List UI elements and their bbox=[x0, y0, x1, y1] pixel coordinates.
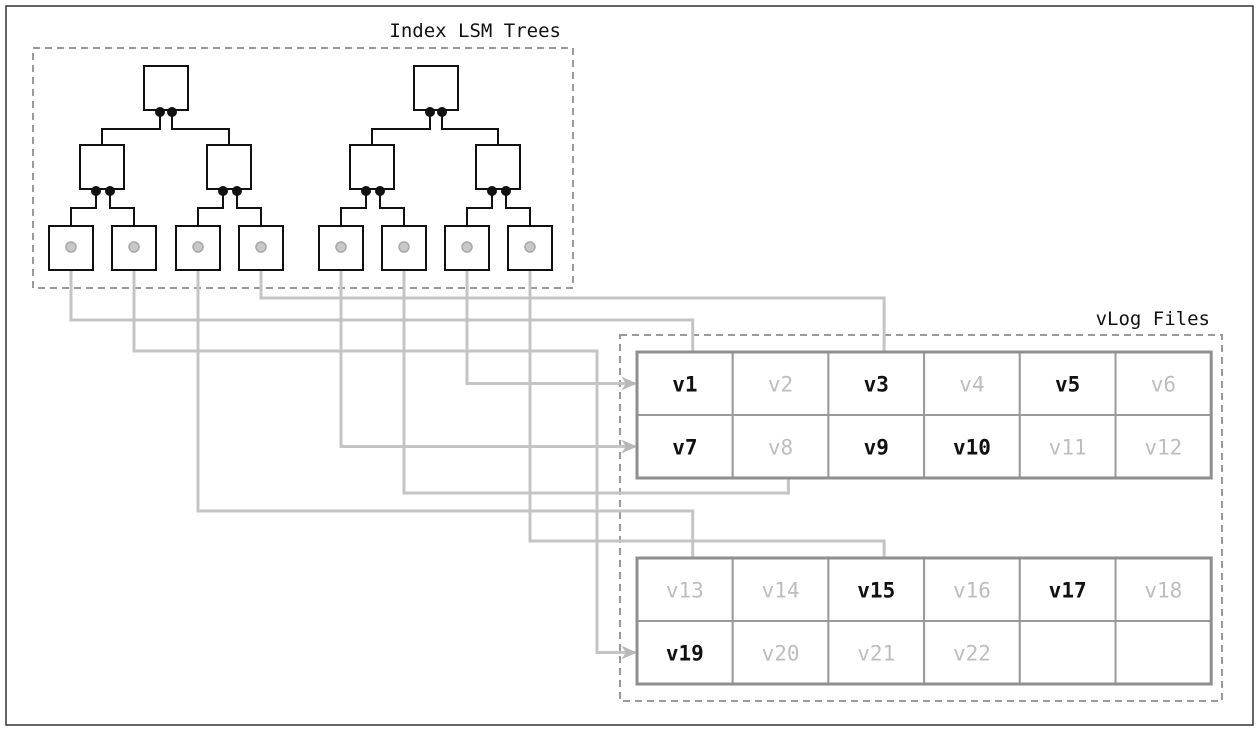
leaf-value-pointer bbox=[461, 241, 473, 253]
tree-internal-node bbox=[206, 144, 252, 190]
pointer-link bbox=[132, 247, 635, 654]
vlog-files-title: vLog Files bbox=[1096, 308, 1210, 330]
tree-internal-node bbox=[349, 144, 395, 190]
vlog-cell bbox=[731, 414, 830, 479]
index-lsm-trees-title: Index LSM Trees bbox=[389, 20, 561, 42]
leaf-value-pointer bbox=[65, 241, 77, 253]
vlog-cell-label: v10 bbox=[953, 436, 991, 460]
vlog-files-group bbox=[619, 334, 1223, 702]
vlog-cell bbox=[636, 557, 734, 622]
pointer-dot bbox=[91, 186, 101, 196]
vlog-cell bbox=[731, 620, 830, 685]
pointer-dot bbox=[155, 107, 165, 117]
tree-edge bbox=[340, 191, 405, 226]
vlog-cell-label: v13 bbox=[666, 579, 704, 603]
vlog-cell-label: v12 bbox=[1144, 436, 1182, 460]
tree-root-node bbox=[143, 65, 189, 111]
leaf-value-pointer bbox=[192, 241, 204, 253]
vlog-cell bbox=[827, 620, 926, 685]
vlog-cell bbox=[923, 414, 1021, 479]
vlog-file-1 bbox=[635, 350, 1213, 480]
vlog-cell-label: v22 bbox=[953, 642, 991, 666]
pointer-dot bbox=[361, 186, 371, 196]
lsm-trees bbox=[48, 65, 553, 271]
vlog-cell-label: v18 bbox=[1144, 579, 1182, 603]
pointer-dot bbox=[218, 186, 228, 196]
pointer-dot bbox=[105, 186, 115, 196]
arrowhead bbox=[621, 439, 637, 454]
vlog-cell-label: v19 bbox=[666, 642, 704, 666]
tree-leaf-node bbox=[48, 225, 94, 271]
vlog-cell-label: v20 bbox=[762, 642, 800, 666]
pointer-dot bbox=[437, 107, 447, 117]
vlog-cell bbox=[731, 557, 830, 622]
vlog-cell bbox=[731, 351, 830, 416]
tree-root-node bbox=[413, 65, 459, 111]
vlog-cell bbox=[1018, 620, 1117, 685]
pointer-dot bbox=[487, 186, 497, 196]
vlog-cell bbox=[1114, 557, 1213, 622]
vlog-cell bbox=[1114, 620, 1213, 685]
pointer-link bbox=[465, 247, 635, 385]
tree-internal-node bbox=[475, 144, 521, 190]
vlog-cell-label: v4 bbox=[959, 373, 984, 397]
vlog-cell-label: v21 bbox=[857, 642, 895, 666]
vlog-cell-label: v17 bbox=[1049, 579, 1087, 603]
leaf-value-pointer bbox=[255, 241, 267, 253]
vlog-grids: v1 v2 v3 v4 v5 v6 v7 v8 v9 v10 v11 v12 v13 v14 v15 v16 v… bbox=[635, 350, 1213, 686]
vlog-cell-label: v8 bbox=[768, 436, 793, 460]
vlog-cell-label: v15 bbox=[857, 579, 895, 603]
pointer-dot bbox=[232, 186, 242, 196]
tree-edge bbox=[466, 191, 531, 226]
pointer-dot bbox=[375, 186, 385, 196]
vlog-cell-label: v6 bbox=[1151, 373, 1176, 397]
vlog-cell bbox=[923, 620, 1021, 685]
vlog-cell-label: v3 bbox=[864, 373, 889, 397]
vlog-cell-label: v14 bbox=[762, 579, 800, 603]
leaf-value-pointer bbox=[524, 241, 536, 253]
index-lsm-trees-group bbox=[32, 47, 574, 289]
leaf-value-pointer bbox=[335, 241, 347, 253]
vlog-cell-label: v5 bbox=[1055, 373, 1080, 397]
tree-edge bbox=[101, 112, 230, 145]
pointer-dot bbox=[425, 107, 435, 117]
vlog-cell-label: v9 bbox=[864, 436, 889, 460]
pointer-link bbox=[339, 247, 635, 448]
vlog-cell bbox=[636, 620, 734, 685]
leaf-value-pointer bbox=[128, 241, 140, 253]
tree-edge bbox=[371, 112, 499, 145]
pointer-dot bbox=[167, 107, 177, 117]
tree-edge bbox=[70, 191, 135, 226]
leaf-value-pointer bbox=[398, 241, 410, 253]
tree-edge bbox=[197, 191, 262, 226]
arrowhead bbox=[621, 376, 637, 391]
vlog-cell-label: v1 bbox=[672, 373, 697, 397]
tree-internal-node bbox=[79, 144, 125, 190]
vlog-cell bbox=[827, 414, 926, 479]
pointer-dot bbox=[501, 186, 511, 196]
vlog-cell-label: v11 bbox=[1049, 436, 1087, 460]
vlog-cell-label: v7 bbox=[672, 436, 697, 460]
vlog-cell-label: v16 bbox=[953, 579, 991, 603]
vlog-file-2 bbox=[635, 556, 1213, 686]
arrowhead bbox=[621, 645, 637, 660]
vlog-cell-label: v2 bbox=[768, 373, 793, 397]
